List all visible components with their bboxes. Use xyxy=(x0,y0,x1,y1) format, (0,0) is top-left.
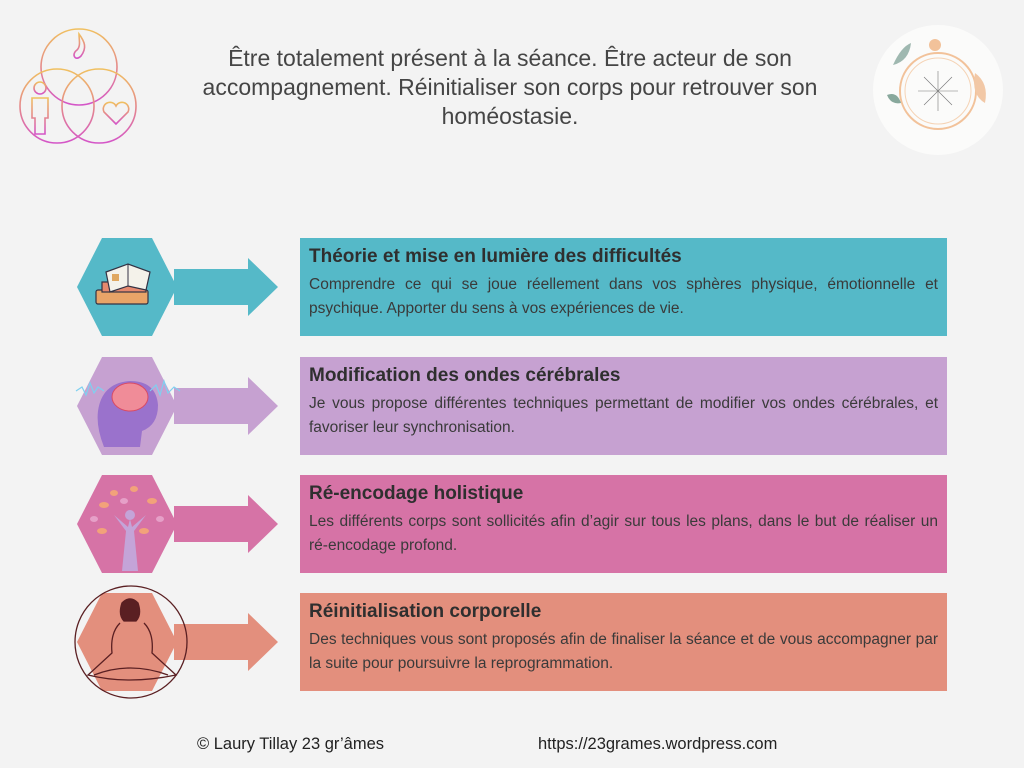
body-mind-heart-logo-icon xyxy=(19,28,137,144)
step-3-card: Ré-encodage holistique Les différents co… xyxy=(300,475,947,573)
meditation-icon xyxy=(74,585,188,699)
step-row-4: Réinitialisation corporelle Des techniqu… xyxy=(0,585,1024,699)
tree-person-icon xyxy=(90,486,164,571)
headline: Être totalement présent à la séance. Êtr… xyxy=(202,45,818,129)
step-4-hexagon-arrow xyxy=(74,585,278,699)
step-1-title: Théorie et mise en lumière des difficult… xyxy=(309,246,682,267)
dandelion-brand-logo-icon xyxy=(873,25,1003,155)
step-3-title: Ré-encodage holistique xyxy=(309,483,524,504)
step-2-card: Modification des ondes cérébrales Je vou… xyxy=(300,357,947,455)
step-4-text: Des techniques vous sont proposés afin d… xyxy=(309,631,938,672)
website-link[interactable]: https://23grames.wordpress.com xyxy=(538,735,778,753)
step-2-title: Modification des ondes cérébrales xyxy=(309,365,621,386)
step-1-card: Théorie et mise en lumière des difficult… xyxy=(300,238,947,336)
copyright: © Laury Tillay 23 gr’âmes xyxy=(197,735,385,753)
step-3-hexagon-arrow xyxy=(77,475,278,573)
step-row-3: Ré-encodage holistique Les différents co… xyxy=(0,475,1024,573)
step-1-hexagon-arrow xyxy=(77,238,278,336)
step-row-1: Théorie et mise en lumière des difficult… xyxy=(0,238,1024,336)
brain-waves-icon xyxy=(75,378,181,447)
step-4-card: Réinitialisation corporelle Des techniqu… xyxy=(300,593,947,691)
step-4-title: Réinitialisation corporelle xyxy=(309,601,542,622)
books-icon xyxy=(95,263,151,305)
step-1-text: Comprendre ce qui se joue réellement dan… xyxy=(309,276,938,317)
step-3-text: Les différents corps sont sollicités afi… xyxy=(309,513,938,554)
step-2-text: Je vous propose différentes techniques p… xyxy=(309,395,938,436)
step-row-2: Modification des ondes cérébrales Je vou… xyxy=(0,357,1024,455)
step-2-hexagon-arrow xyxy=(75,357,278,455)
